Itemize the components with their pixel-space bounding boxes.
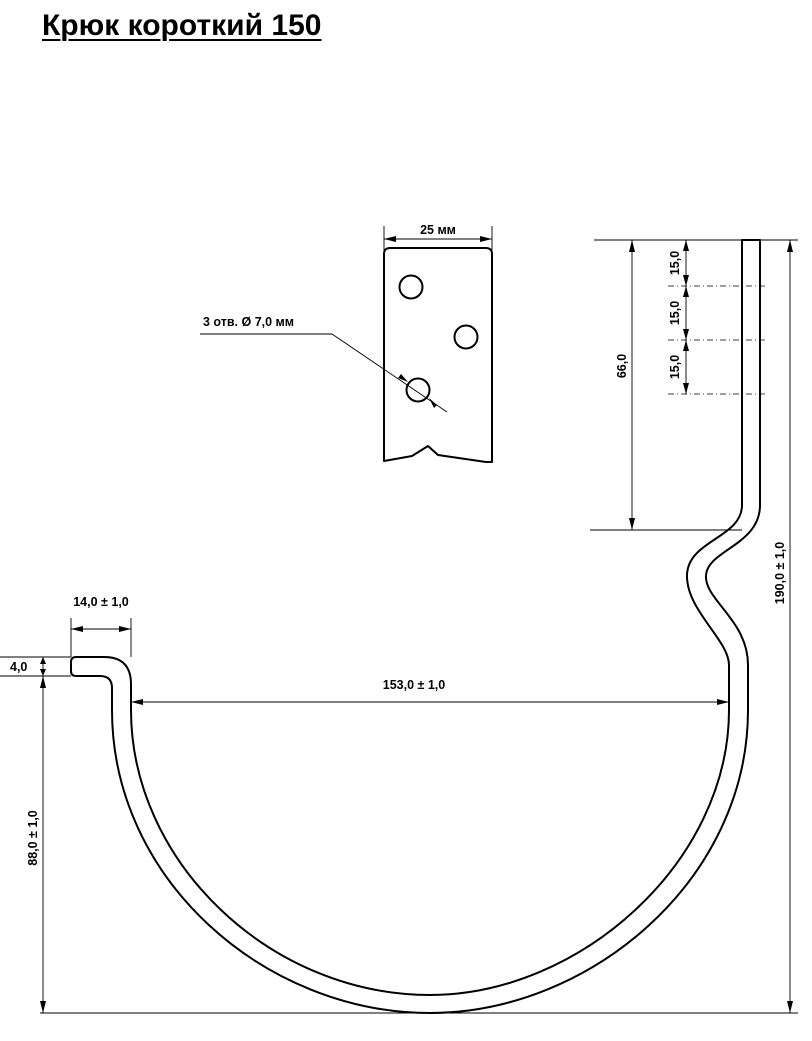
strip-width-dimension: 25 мм xyxy=(383,223,493,250)
lip-height-dimension: 4,0 xyxy=(0,656,71,677)
strip-outline xyxy=(383,247,493,463)
inner-width-label: 153,0 ± 1,0 xyxy=(383,678,446,692)
hole-leader: 3 отв. Ø 7,0 мм xyxy=(200,315,448,413)
mounting-hole xyxy=(398,274,424,300)
cup-depth-label: 88,0 ± 1,0 xyxy=(26,810,40,866)
hole-centerlines xyxy=(668,285,765,395)
hook-outline xyxy=(70,239,761,1014)
mounting-hole xyxy=(453,324,479,350)
hook-profile xyxy=(70,239,761,1014)
strip-width-label: 25 мм xyxy=(420,223,456,237)
lip-height-label: 4,0 xyxy=(10,660,27,674)
strip-detail xyxy=(383,247,493,463)
page-title: Крюк короткий 150 xyxy=(42,9,322,42)
mounting-hole xyxy=(405,377,431,403)
hole-spec-label: 3 отв. Ø 7,0 мм xyxy=(203,315,294,329)
total-height-label: 190,0 ± 1,0 xyxy=(773,542,787,605)
inner-width-dimension: 153,0 ± 1,0 xyxy=(131,678,729,705)
hole-spacing-1-label: 15,0 xyxy=(668,251,682,275)
shank-length-dimension: 66,0 xyxy=(590,239,742,531)
cup-depth-dimension: 88,0 ± 1,0 xyxy=(26,676,46,1013)
hole-spacing-3-label: 15,0 xyxy=(668,355,682,379)
lip-length-label: 14,0 ± 1,0 xyxy=(73,595,129,609)
shank-length-label: 66,0 xyxy=(615,354,629,378)
total-height-dimension: 190,0 ± 1,0 xyxy=(760,239,798,1014)
lip-length-dimension: 14,0 ± 1,0 xyxy=(70,595,132,657)
hole-spacing-dimensions: 15,0 15,0 15,0 xyxy=(668,240,689,394)
hole-spacing-2-label: 15,0 xyxy=(668,301,682,325)
